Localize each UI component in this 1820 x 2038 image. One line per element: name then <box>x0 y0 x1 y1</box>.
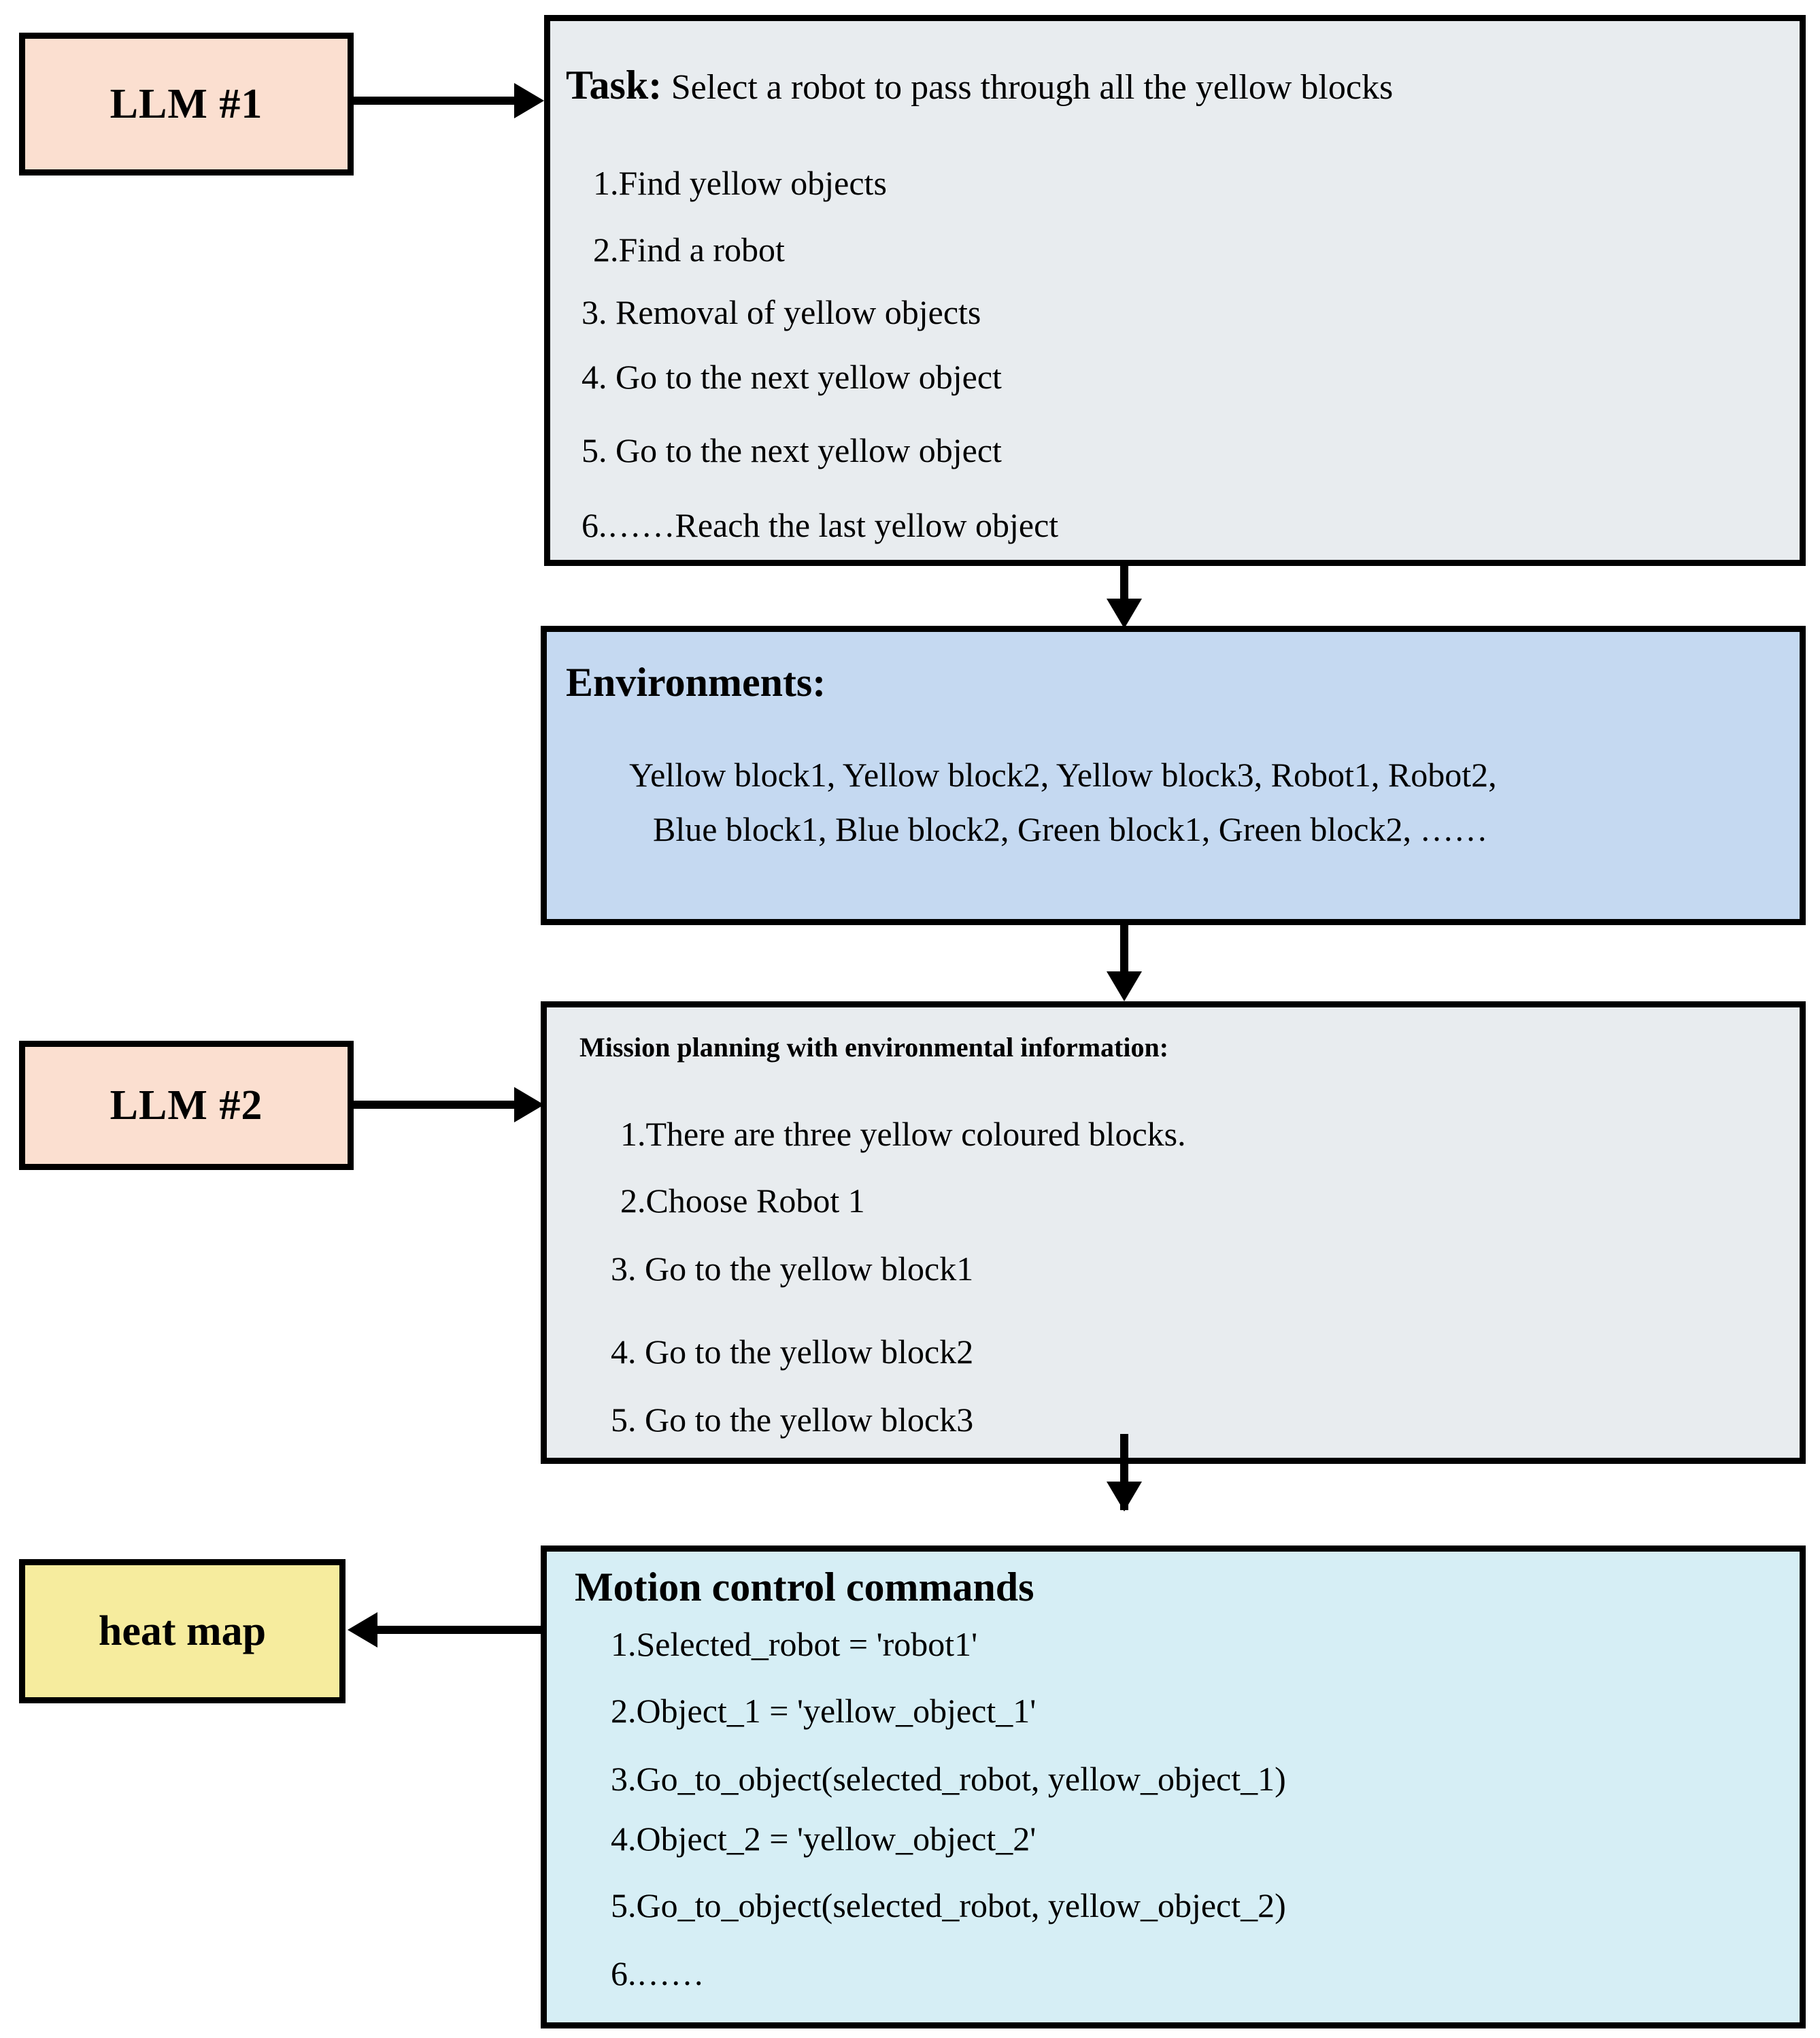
mission-item-3: 3. Go to the yellow block1 <box>611 1250 974 1288</box>
arrow-mission-to-motion-head <box>1107 1482 1142 1511</box>
arrow-task-to-env-head <box>1107 599 1142 629</box>
task-item-5: 5. Go to the next yellow object <box>582 431 1002 469</box>
node-llm-2[interactable]: LLM #2 <box>19 1041 354 1170</box>
arrow-motion-to-heatmap-shaft <box>377 1626 544 1634</box>
node-heat-map[interactable]: heat map <box>19 1559 346 1703</box>
arrow-llm2-to-mission-head <box>514 1087 544 1122</box>
panel-mission-planning <box>541 1001 1806 1464</box>
node-llm-1[interactable]: LLM #1 <box>19 33 354 176</box>
arrow-motion-to-heatmap-head <box>348 1612 377 1648</box>
arrow-task-to-env-shaft <box>1120 566 1128 601</box>
mission-item-1: 1.There are three yellow coloured blocks… <box>620 1115 1186 1153</box>
task-item-6: 6.……Reach the last yellow object <box>582 506 1059 544</box>
motion-item-4: 4.Object_2 = 'yellow_object_2' <box>611 1820 1037 1858</box>
task-title-strong: Task: <box>566 63 662 107</box>
arrow-env-to-mission-shaft <box>1120 925 1128 974</box>
panel-environments <box>541 626 1806 925</box>
arrow-llm1-to-task-shaft <box>354 97 517 105</box>
mission-item-2: 2.Choose Robot 1 <box>620 1182 865 1220</box>
motion-item-1: 1.Selected_robot = 'robot1' <box>611 1625 978 1663</box>
arrow-llm2-to-mission-shaft <box>354 1101 517 1109</box>
task-item-4: 4. Go to the next yellow object <box>582 358 1002 396</box>
arrow-env-to-mission-head <box>1107 971 1142 1001</box>
mission-heading: Mission planning with environmental info… <box>579 1032 1169 1063</box>
task-item-3: 3. Removal of yellow objects <box>582 293 981 331</box>
arrow-llm1-to-task-head <box>514 83 544 118</box>
environments-heading: Environments: <box>566 660 826 705</box>
motion-heading: Motion control commands <box>575 1565 1034 1609</box>
motion-item-5: 5.Go_to_object(selected_robot, yellow_ob… <box>611 1886 1286 1924</box>
mission-item-4: 4. Go to the yellow block2 <box>611 1333 974 1371</box>
node-llm-1-label: LLM #1 <box>109 81 263 127</box>
environments-line-2: Blue block1, Blue block2, Green block1, … <box>653 810 1488 848</box>
panel-motion-control <box>541 1546 1806 2028</box>
panel-task <box>544 15 1806 566</box>
node-llm-2-label: LLM #2 <box>109 1082 263 1129</box>
environments-line-1: Yellow block1, Yellow block2, Yellow blo… <box>629 756 1497 794</box>
task-title: Task: Select a robot to pass through all… <box>566 63 1393 107</box>
motion-item-2: 2.Object_1 = 'yellow_object_1' <box>611 1692 1037 1730</box>
mission-item-5: 5. Go to the yellow block3 <box>611 1401 974 1439</box>
motion-item-6: 6.…… <box>611 1954 705 1992</box>
node-heat-map-label: heat map <box>98 1608 267 1654</box>
task-item-2: 2.Find a robot <box>593 231 785 269</box>
task-title-rest: Select a robot to pass through all the y… <box>671 68 1394 107</box>
task-item-1: 1.Find yellow objects <box>593 164 887 202</box>
motion-item-3: 3.Go_to_object(selected_robot, yellow_ob… <box>611 1760 1286 1798</box>
